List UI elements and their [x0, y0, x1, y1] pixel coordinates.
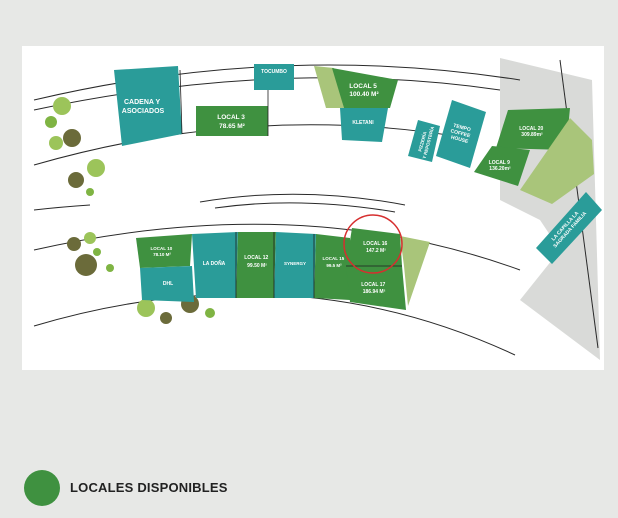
lot-label: DHL: [163, 281, 173, 287]
site-plan-map: CADENA Y ASOCIADOS TOCUMBO LOCAL 3 78.65…: [22, 46, 604, 370]
lot-tempo[interactable]: [436, 100, 486, 168]
lot-local10[interactable]: [136, 234, 192, 268]
lot-kletani[interactable]: [340, 108, 388, 142]
lot-label: LOCAL 12 99.50 M²: [244, 255, 269, 269]
lot-local3[interactable]: [196, 106, 268, 136]
lot-label: SYNERGY: [284, 261, 306, 266]
lot-label: LOCAL 9 136.20m²: [489, 160, 512, 172]
lot-local16[interactable]: [346, 228, 402, 266]
lot-label: LA DOÑA: [203, 260, 226, 267]
lot-label: LOCAL 16 147.2 M²: [363, 241, 388, 254]
lot-label: TEMPO COFFEE HOUSE: [448, 123, 474, 146]
lot-ladona[interactable]: [192, 232, 238, 298]
lot-dhl[interactable]: [140, 266, 194, 302]
trees: [45, 97, 215, 324]
lot-capilla[interactable]: [536, 192, 602, 264]
lot-label: LOCAL 15 99.5 M²: [323, 256, 346, 268]
lot-local9[interactable]: [474, 146, 530, 186]
lot-label: KLETANI: [352, 120, 374, 126]
lot-label: CADENA Y ASOCIADOS: [122, 99, 165, 115]
lot-local15[interactable]: [314, 234, 350, 300]
lot-local17[interactable]: [346, 266, 406, 310]
lot-pizzeria[interactable]: [408, 120, 440, 162]
highlight-circle: [343, 214, 403, 274]
legend: LOCALES DISPONIBLES: [24, 470, 284, 506]
lot-reserved-b: [520, 118, 594, 204]
lot-reserved-c: [400, 236, 430, 306]
lot-label: LOCAL 10 78.10 M²: [151, 246, 174, 257]
lot-reserved-a: [314, 66, 344, 108]
legend-label: LOCALES DISPONIBLES: [70, 480, 228, 495]
lot-tocumbo[interactable]: [254, 64, 294, 90]
lot-cadena[interactable]: [114, 66, 182, 146]
lot-local5[interactable]: [332, 68, 398, 108]
lot-synergy[interactable]: [274, 232, 316, 298]
lot-label: LOCAL 20 309.89m²: [519, 126, 544, 138]
lot-label: LOCAL 5 100.40 M²: [349, 83, 379, 98]
lot-outlines: [179, 69, 402, 298]
lot-label: LOCAL 17 186.94 M²: [361, 282, 386, 295]
lot-label: TOCUMBO: [261, 69, 287, 75]
available-swatch-icon: [24, 470, 60, 506]
lot-local12[interactable]: [236, 232, 276, 298]
lot-label: LOCAL 3 78.65 M²: [217, 114, 247, 130]
lot-local20[interactable]: [496, 108, 570, 150]
